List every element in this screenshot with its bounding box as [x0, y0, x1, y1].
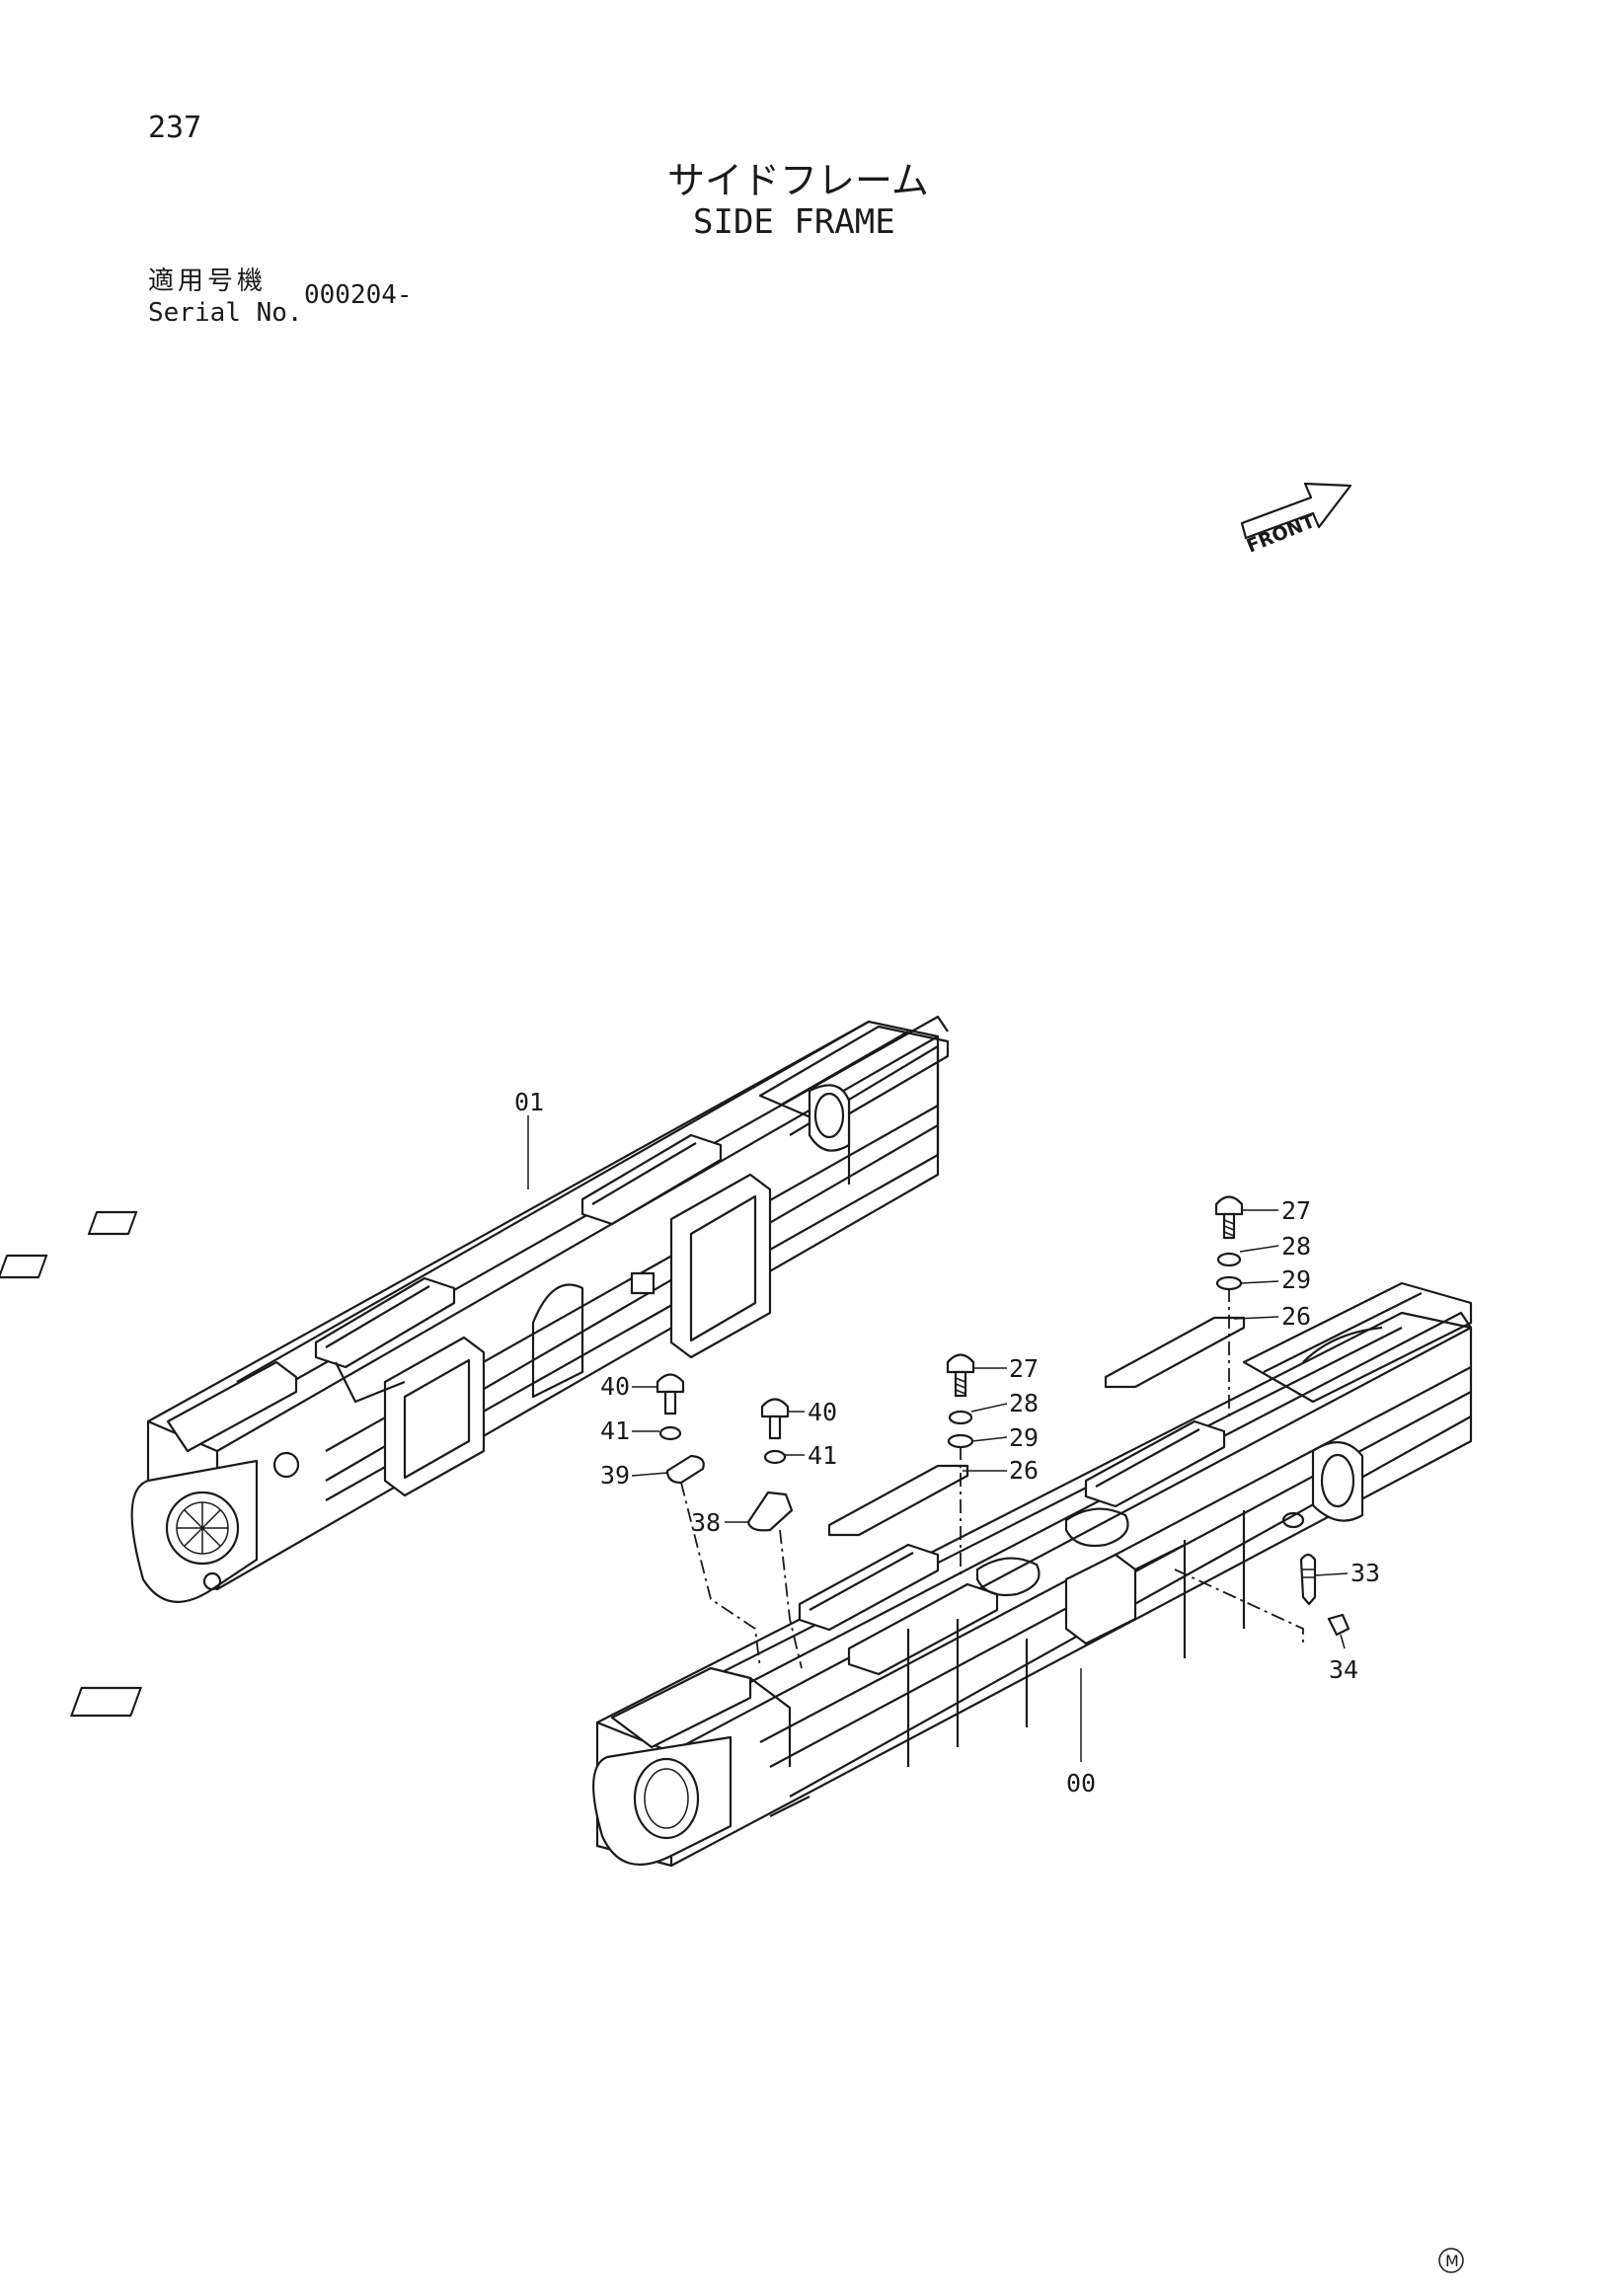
front-arrow-icon: FRONT [1240, 482, 1352, 558]
bolt-icon [656, 1373, 685, 1394]
title-japanese: サイドフレーム [667, 159, 929, 202]
circled-m-mark-icon: M [1438, 2248, 1464, 2273]
callout-29-upper: 29 [1281, 1265, 1311, 1294]
side-frame-01 [0, 1015, 950, 1603]
callout-00: 00 [1066, 1769, 1096, 1798]
callout-27-centre: 27 [1009, 1354, 1039, 1383]
callout-27-upper: 27 [1281, 1196, 1311, 1225]
flat-washer-icon [947, 1433, 974, 1449]
serial-label-english: Serial No. [148, 298, 303, 328]
guard-icon [665, 1454, 705, 1485]
bolt-icon [1214, 1195, 1244, 1216]
callout-28-upper: 28 [1281, 1232, 1311, 1261]
callout-26-centre: 26 [1009, 1456, 1039, 1485]
plate-icon [1104, 1316, 1246, 1389]
callout-29-centre: 29 [1009, 1423, 1039, 1452]
callout-34: 34 [1329, 1655, 1358, 1684]
plate-icon [827, 1464, 969, 1537]
callout-40-left: 40 [600, 1372, 630, 1401]
page-number: 237 [148, 111, 202, 145]
callout-26-upper: 26 [1281, 1302, 1311, 1331]
bolt-icon [760, 1398, 790, 1418]
cap-icon [1327, 1613, 1350, 1637]
callout-41-centre: 41 [808, 1441, 837, 1470]
hardware-guard-38 [725, 1398, 805, 1669]
flat-washer-icon [1215, 1275, 1243, 1291]
spring-washer-icon [1216, 1252, 1242, 1267]
callout-33: 33 [1350, 1559, 1380, 1587]
mark-label: M [1445, 2252, 1459, 2270]
spring-washer-icon [948, 1410, 973, 1425]
callout-39: 39 [600, 1461, 630, 1490]
grease-fitting-icon [1299, 1553, 1317, 1606]
callout-01: 01 [514, 1088, 544, 1116]
callout-40-centre: 40 [808, 1398, 837, 1426]
callout-28-centre: 28 [1009, 1389, 1039, 1417]
bolt-icon [946, 1353, 975, 1374]
serial-label-japanese: 適用号機 [148, 267, 268, 296]
hardware-guard-39 [631, 1373, 761, 1669]
hardware-grease-fitting [1174, 1553, 1350, 1649]
serial-number-value: 000204- [304, 280, 413, 310]
spring-washer-icon [763, 1449, 787, 1465]
spring-washer-icon [658, 1425, 682, 1441]
hardware-stack-centre [827, 1353, 1008, 1579]
callout-41-left: 41 [600, 1416, 630, 1445]
hardware-stack-upper [1104, 1195, 1279, 1421]
title-english: SIDE FRAME [693, 202, 895, 242]
guard-icon [746, 1491, 794, 1532]
callout-38: 38 [691, 1508, 721, 1537]
